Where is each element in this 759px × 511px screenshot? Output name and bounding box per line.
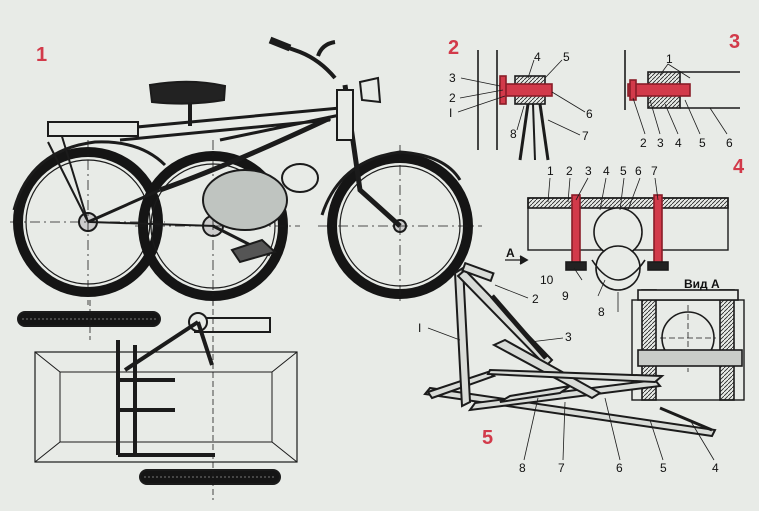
fig4-clamp-section: [505, 177, 745, 401]
fig4-arrow-label: А: [506, 246, 515, 260]
figure-4-number: 4: [733, 156, 745, 178]
fig3-label: 5: [699, 136, 706, 150]
fig2-label: 3: [449, 71, 456, 85]
fig4-label: 3: [585, 164, 592, 178]
fig2-label: 2: [449, 91, 456, 105]
fig5-label: 7: [558, 461, 565, 475]
fig3-label: 4: [675, 136, 682, 150]
fig5-label: 6: [616, 461, 623, 475]
fig2-label: 8: [510, 127, 517, 141]
fig2-axle-detail: [457, 50, 586, 161]
fig4-label: 6: [635, 164, 642, 178]
fig2-label: 5: [563, 50, 570, 64]
fig4-view-label: Вид А: [684, 277, 720, 291]
fig4-label: 7: [651, 164, 658, 178]
fig4-label: 2: [566, 164, 573, 178]
fig1-tricycle-side-view: [10, 36, 482, 305]
figure-2-number: 2: [448, 37, 460, 59]
fig3-label: 1: [666, 52, 673, 66]
fig3-hub-detail: [624, 50, 740, 135]
fig3-label: 6: [726, 136, 733, 150]
fig5-label: 5: [660, 461, 667, 475]
fig2-label: 6: [586, 107, 593, 121]
fig1-plan-view: [17, 300, 298, 500]
fig4-label: 1: [547, 164, 554, 178]
fig5-label: 3: [565, 330, 572, 344]
fig4-label: 9: [562, 289, 569, 303]
fig5-label: 8: [519, 461, 526, 475]
fig3-label: 3: [657, 136, 664, 150]
fig4-label: 10: [540, 273, 554, 287]
fig2-label: I: [449, 106, 453, 120]
fig3-label: 2: [640, 136, 647, 150]
fig4-label: 4: [603, 164, 610, 178]
figure-1-number: 1: [36, 44, 48, 66]
fig4-label: 8: [598, 305, 605, 319]
fig4-label: 5: [620, 164, 627, 178]
fig5-frame-isometric: [423, 261, 717, 461]
fig5-label: I: [418, 321, 422, 335]
fig5-label: 2: [532, 292, 539, 306]
fig2-label: 7: [582, 129, 589, 143]
fig2-label: 4: [534, 50, 541, 64]
fig5-label: 4: [712, 461, 719, 475]
figure-3-number: 3: [729, 31, 741, 53]
figure-5-number: 5: [482, 427, 494, 449]
